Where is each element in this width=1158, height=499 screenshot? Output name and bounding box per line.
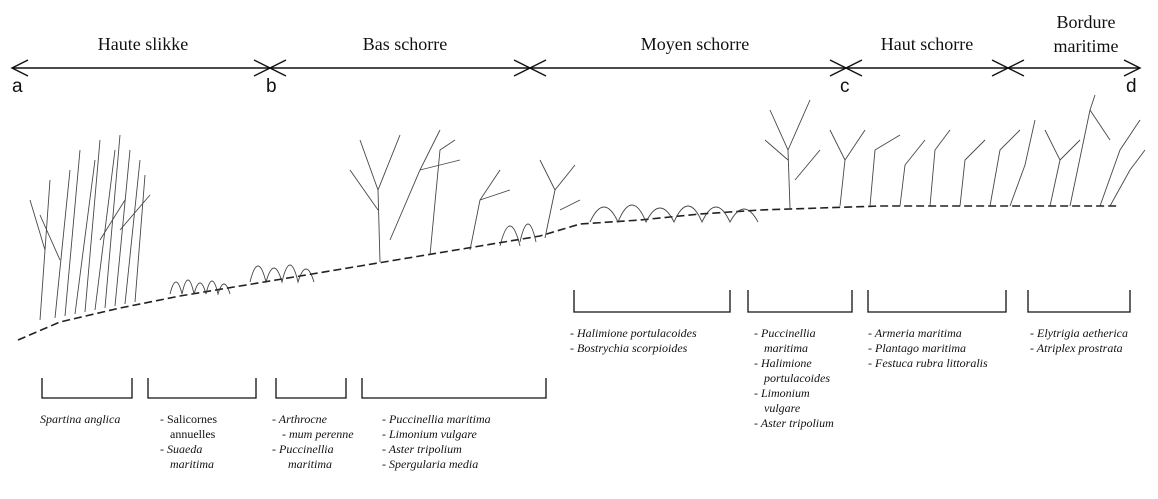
species-line: - Spergularia media bbox=[382, 457, 491, 472]
species-haut-schorre: - Armeria maritima - Plantago maritima -… bbox=[868, 326, 988, 371]
species-line: - Festuca rubra littoralis bbox=[868, 356, 988, 371]
bracket-spartina bbox=[42, 378, 132, 398]
species-bas-schorre: - Puccinellia maritima - Limonium vulgar… bbox=[382, 412, 491, 472]
species-spartina: Spartina anglica bbox=[40, 412, 120, 427]
species-moyen-schorre: - Halimione portulacoides - Bostrychia s… bbox=[570, 326, 697, 356]
species-line: - mum perenne bbox=[272, 427, 354, 442]
species-line: - Puccinellia maritima bbox=[382, 412, 491, 427]
species-line: maritima bbox=[754, 341, 834, 356]
species-line: maritima bbox=[160, 457, 217, 472]
zone-label-haute-slikke: Haute slikke bbox=[78, 34, 208, 54]
species-line: - Aster tripolium bbox=[382, 442, 491, 457]
species-line: - Armeria maritima bbox=[868, 326, 988, 341]
bracket-bas bbox=[362, 378, 546, 398]
zone-axis bbox=[12, 60, 1140, 76]
species-line: - Arthrocne bbox=[272, 412, 354, 427]
species-line: - Suaeda bbox=[160, 442, 217, 457]
zone-label-moyen-schorre: Moyen schorre bbox=[620, 34, 770, 54]
bracket-arthrocne bbox=[276, 378, 346, 398]
species-line: annuelles bbox=[160, 427, 217, 442]
vegetation-sketch bbox=[30, 95, 1145, 320]
point-label-d: d bbox=[1126, 76, 1137, 98]
species-line: - Aster tripolium bbox=[754, 416, 834, 431]
zone-label-bas-schorre: Bas schorre bbox=[340, 34, 470, 54]
zone-label-bordure-maritime-1: Bordure bbox=[1026, 12, 1146, 32]
species-line: vulgare bbox=[754, 401, 834, 416]
species-line: - Elytrigia aetherica bbox=[1030, 326, 1128, 341]
point-label-a: a bbox=[12, 76, 23, 98]
bracket-salicornes bbox=[148, 378, 256, 398]
species-line: - Plantago maritima bbox=[868, 341, 988, 356]
bracket-haut bbox=[868, 290, 1006, 312]
ground-profile bbox=[18, 206, 1120, 340]
species-line: - Atriplex prostrata bbox=[1030, 341, 1128, 356]
species-line: - Puccinellia bbox=[754, 326, 834, 341]
bracket-moyen2 bbox=[748, 290, 852, 312]
species-line: maritima bbox=[272, 457, 354, 472]
bracket-moyen bbox=[574, 290, 730, 312]
point-label-b: b bbox=[266, 76, 277, 98]
species-line: - Halimione portulacoides bbox=[570, 326, 697, 341]
species-line: - Limonium vulgare bbox=[382, 427, 491, 442]
species-moyen-schorre-2: - Puccinellia maritima - Halimione portu… bbox=[754, 326, 834, 431]
species-line: - Limonium bbox=[754, 386, 834, 401]
zone-label-bordure-maritime-2: maritime bbox=[1026, 36, 1146, 56]
species-spartina-name: Spartina anglica bbox=[40, 412, 120, 427]
species-line: - Halimione bbox=[754, 356, 834, 371]
species-line: - Bostrychia scorpioides bbox=[570, 341, 697, 356]
species-arthrocne: - Arthrocne - mum perenne - Puccinellia … bbox=[272, 412, 354, 472]
zone-label-haut-schorre: Haut schorre bbox=[862, 34, 992, 54]
bracket-bordure bbox=[1028, 290, 1130, 312]
point-label-c: c bbox=[840, 76, 850, 98]
species-bordure-maritime: - Elytrigia aetherica - Atriplex prostra… bbox=[1030, 326, 1128, 356]
species-line: - Salicornes bbox=[160, 412, 217, 427]
species-line: - Puccinellia bbox=[272, 442, 354, 457]
species-line: portulacoides bbox=[754, 371, 834, 386]
species-salicornes: - Salicornes annuelles - Suaeda maritima bbox=[160, 412, 217, 472]
